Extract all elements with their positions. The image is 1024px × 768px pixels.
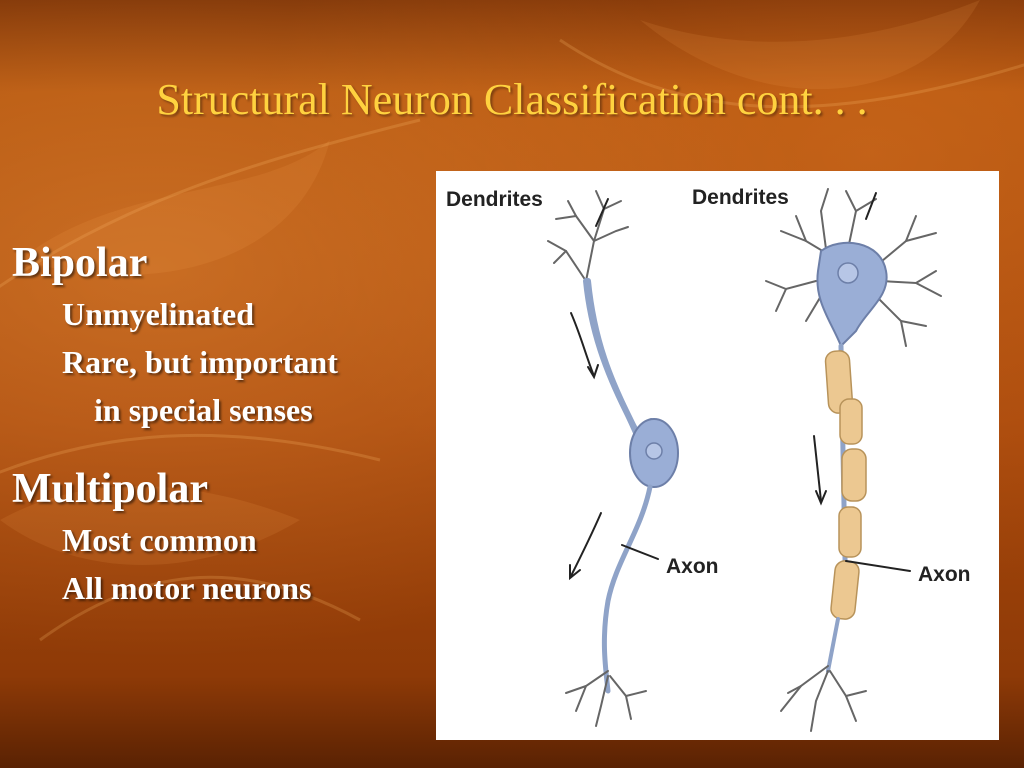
bipolar-dendrites-label: Dendrites: [446, 188, 543, 211]
bipolar-neuron: [547, 190, 679, 727]
bipolar-dendrites: [547, 190, 629, 282]
heading-multipolar: Multipolar: [12, 466, 208, 512]
bullet-unmyelinated: Unmyelinated: [62, 296, 254, 332]
bullet-rare-important: Rare, but important: [62, 344, 338, 380]
multipolar-dendrites: [765, 188, 942, 347]
heading-bipolar: Bipolar: [12, 240, 148, 286]
bipolar-axon: [601, 484, 653, 694]
bullet-most-common: Most common: [62, 522, 257, 558]
myelin-sheath: [824, 350, 867, 620]
bipolar-arrow-upper: [570, 312, 595, 377]
slide-title: Structural Neuron Classification cont. .…: [156, 75, 868, 124]
bipolar-axon-terminals: [565, 670, 647, 727]
multipolar-axon-label: Axon: [918, 563, 971, 586]
bullet-special-senses: in special senses: [94, 392, 313, 428]
multipolar-dendrites-label: Dendrites: [692, 186, 789, 209]
slide-body: Bipolar Unmyelinated Rare, but important…: [12, 236, 432, 612]
multipolar-arrow-axon: [813, 435, 822, 502]
neuron-diagram: Dendrites Axon: [446, 186, 971, 732]
multipolar-cell-body: [816, 241, 888, 348]
bipolar-axon-label: Axon: [666, 555, 719, 578]
multipolar-arrow-dendrite: [865, 192, 877, 220]
bipolar-arrow-dendrite: [595, 198, 609, 227]
multipolar-neuron: [765, 188, 942, 732]
neuron-figure: Dendrites Axon: [436, 171, 999, 740]
multipolar-axon-terminals: [780, 665, 867, 732]
bullet-motor-neurons: All motor neurons: [62, 570, 312, 606]
bipolar-arrow-lower: [570, 512, 602, 577]
